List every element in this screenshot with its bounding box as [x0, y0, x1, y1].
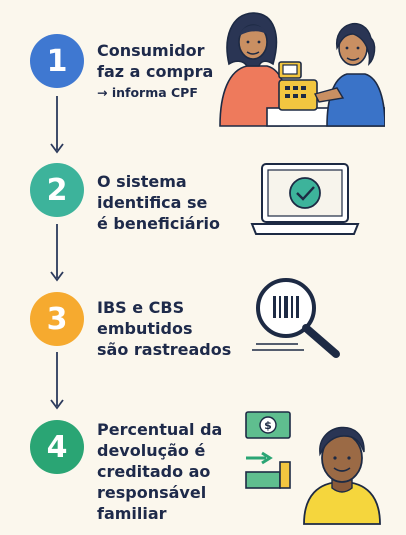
step-1-line-2: faz a compra [97, 62, 214, 81]
step-3-number-badge: 3 [30, 292, 84, 346]
step-1-text: Consumidor faz a compra → informa CPF [97, 40, 232, 104]
step-4-text: Percentual da devolução é creditado ao r… [97, 419, 232, 524]
svg-text:$: $ [264, 419, 272, 432]
step-2-line-3: é beneficiário [97, 214, 220, 233]
step-1-number-badge: 1 [30, 34, 84, 88]
step-2-text: O sistema identifica se é beneficiário [97, 171, 232, 234]
arrow-down-icon [50, 96, 64, 154]
step-4-line-1: Percentual da [97, 420, 223, 439]
step-3-text: IBS e CBS embutidos são rastreados [97, 297, 232, 360]
step-4-number-badge: 4 [30, 420, 84, 474]
step-1-subtext: → informa CPF [97, 85, 198, 100]
arrow-down-icon [50, 224, 64, 282]
step-3-line-3: são rastreados [97, 340, 232, 359]
step-4-line-2: devolução é [97, 441, 206, 460]
arrow-down-icon [50, 352, 64, 410]
consumer-cashier-illustration [219, 12, 385, 127]
step-2-line-2: identifica se [97, 193, 208, 212]
step-3-line-2: embutidos [97, 319, 193, 338]
laptop-checkmark-icon [250, 163, 360, 235]
step-1-line-1: Consumidor [97, 41, 205, 60]
barcode-magnifier-icon [252, 278, 340, 358]
step-2-line-1: O sistema [97, 172, 187, 191]
step-4-line-4: responsável [97, 483, 207, 502]
money-refund-person-illustration: $ [245, 411, 381, 525]
step-4-line-3: creditado ao [97, 462, 211, 481]
step-3-line-1: IBS e CBS [97, 298, 185, 317]
step-2-number-badge: 2 [30, 163, 84, 217]
step-4-line-5: familiar [97, 504, 167, 523]
